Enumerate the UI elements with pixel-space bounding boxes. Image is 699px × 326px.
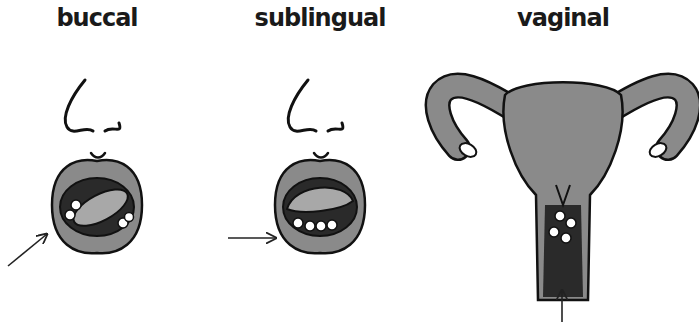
route-heading: vaginal: [517, 4, 609, 32]
pointer-arrow: [228, 237, 276, 239]
route-heading: buccal: [56, 4, 137, 32]
buccal-mouth: [52, 80, 142, 253]
heading-box: sublingual: [255, 4, 386, 32]
route-heading: sublingual: [255, 4, 386, 32]
uterus: [438, 82, 689, 300]
pointer-arrow: [8, 234, 47, 266]
sublingual-mouth: [275, 80, 365, 253]
heading-box: vaginal: [517, 4, 609, 32]
pointer-arrow: [561, 290, 563, 322]
heading-box: buccal: [56, 4, 137, 32]
